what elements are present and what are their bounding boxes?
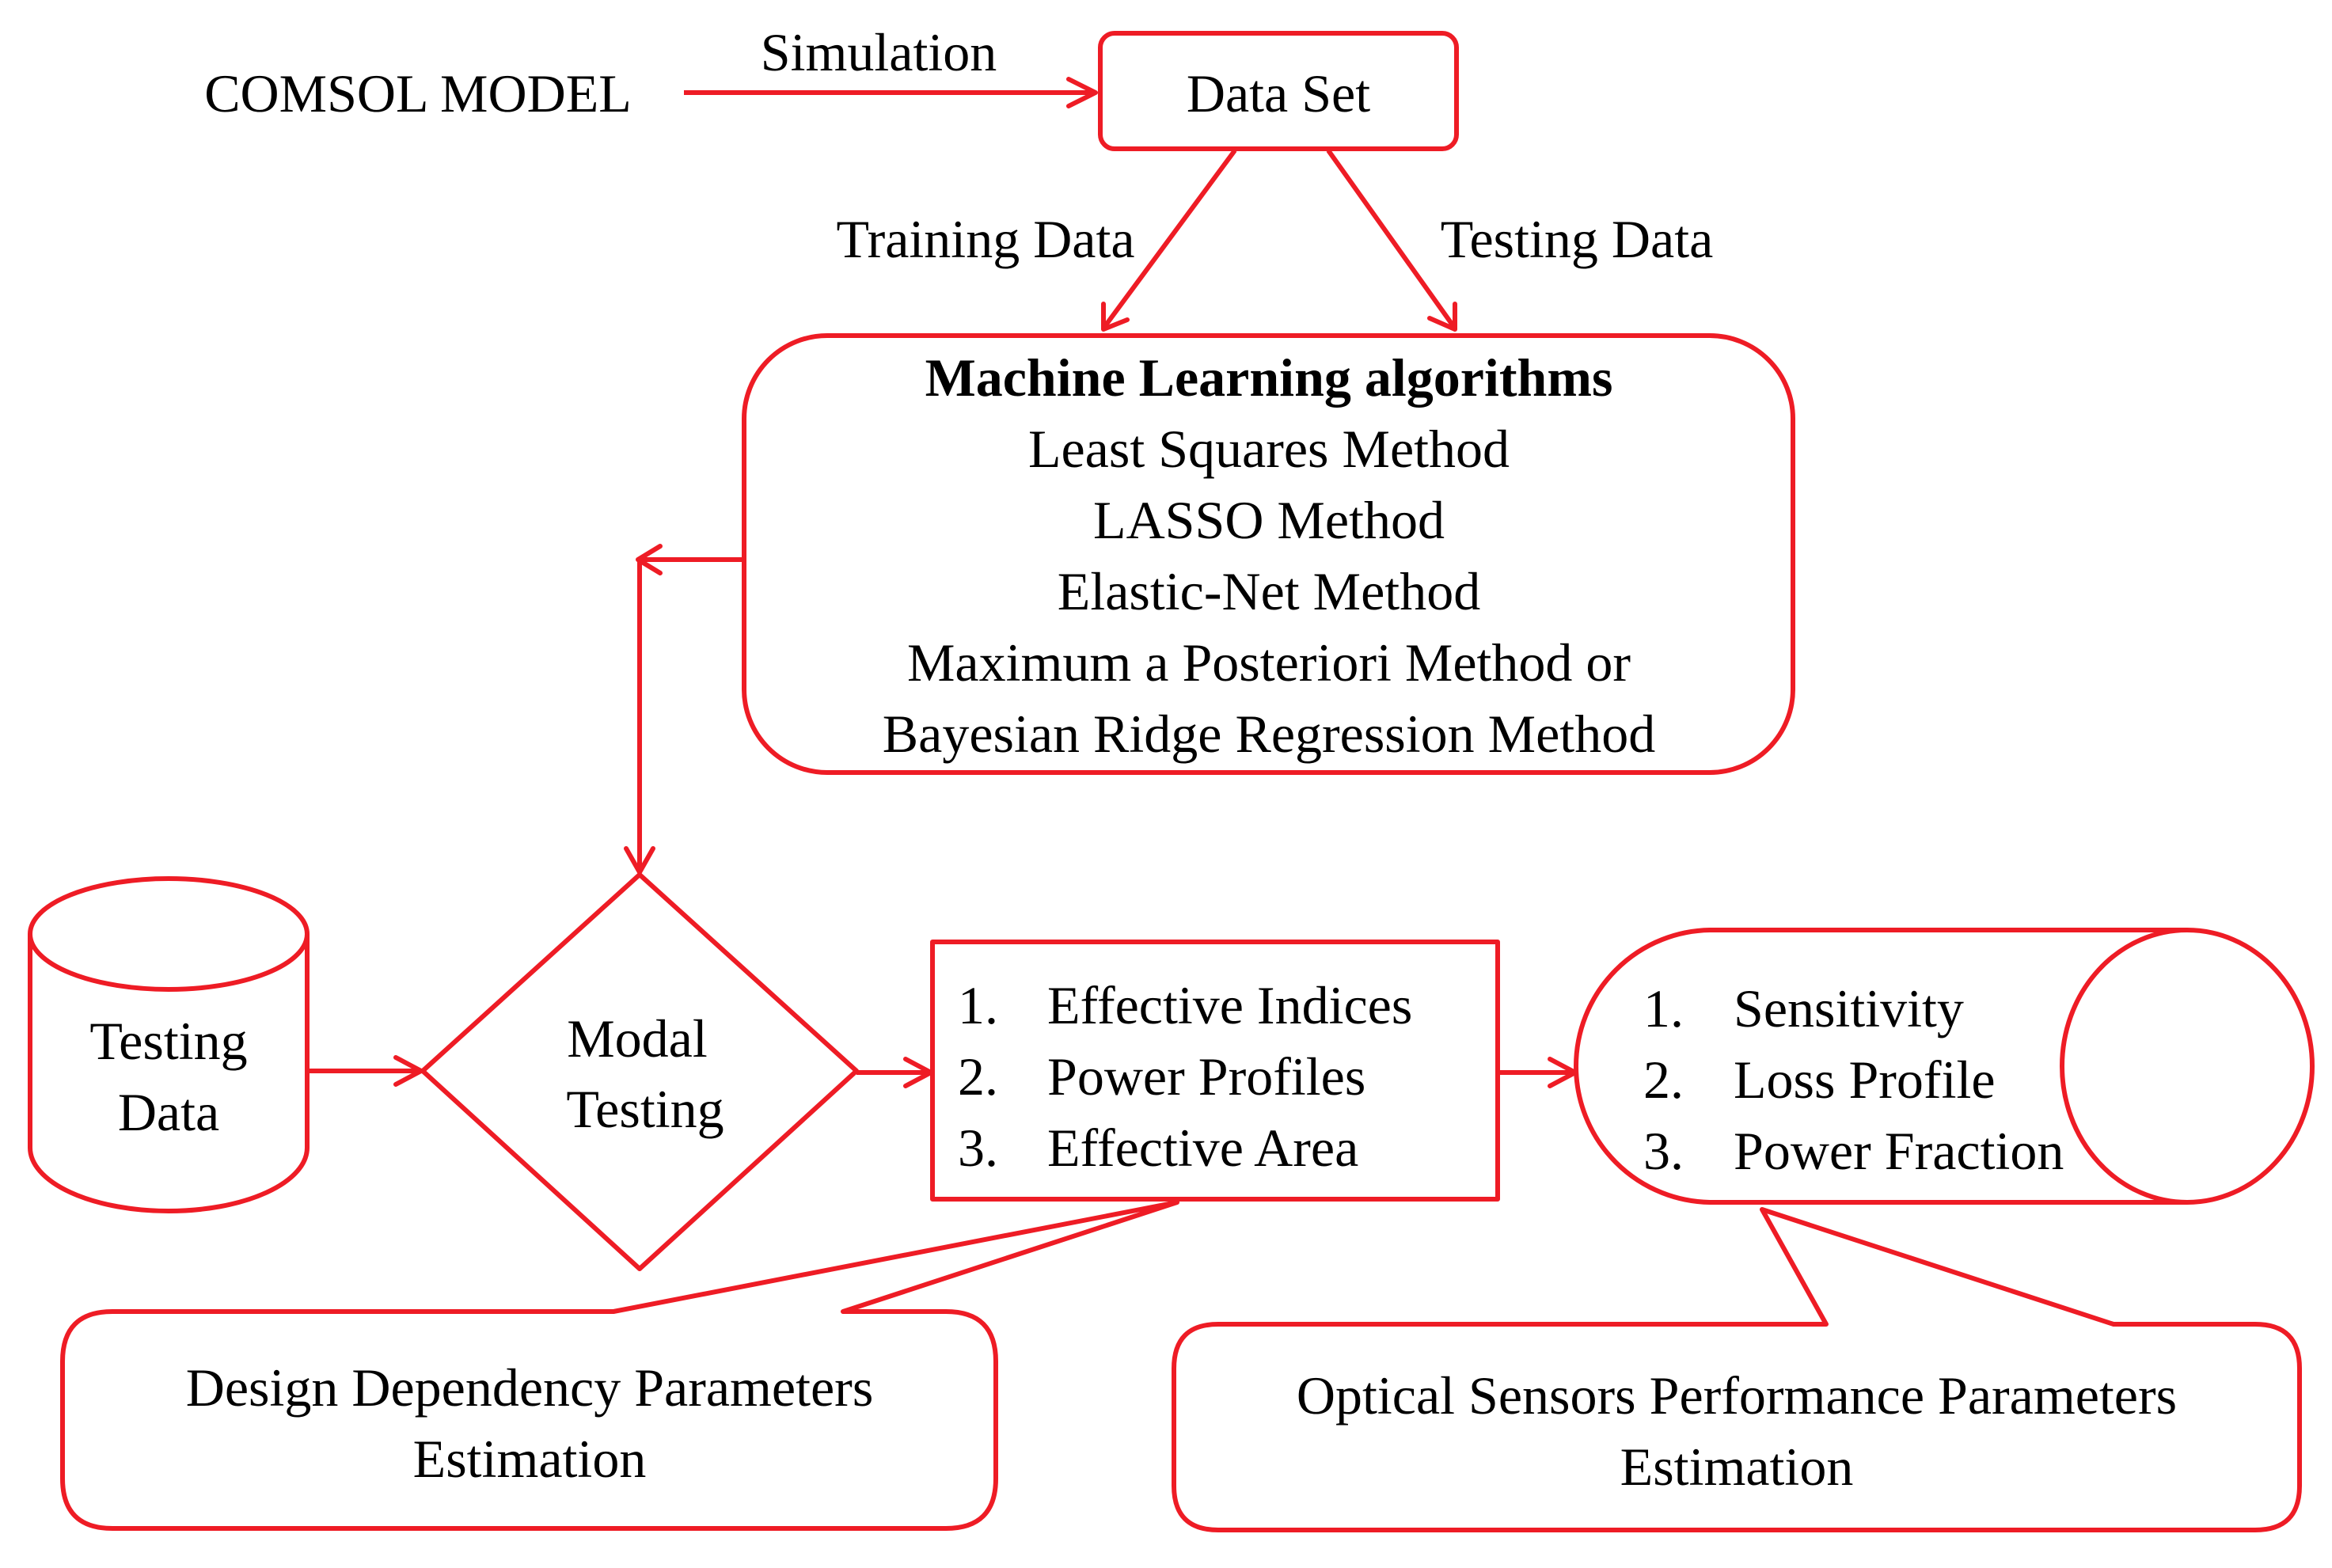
design-output-3-label: Effective Area — [1047, 1118, 1358, 1178]
testing-data-database — [28, 934, 310, 1213]
ml-method-2: LASSO Method — [1093, 490, 1445, 550]
sensor-outputs-cylinder-end — [2060, 928, 2315, 1205]
training-label: Training Data — [836, 209, 1134, 269]
testing-arrow — [1326, 149, 1456, 328]
ml-algorithms-box — [742, 333, 1795, 775]
sensor-output-3-number: 3. — [1643, 1121, 1684, 1181]
design-output-3-number: 3. — [958, 1118, 998, 1178]
design-output-1-number: 1. — [958, 975, 998, 1035]
ml-to-modal-arrow — [637, 557, 744, 869]
sensor-output-2-label: Loss Profile — [1734, 1050, 1996, 1110]
testing-data-database-top — [28, 876, 310, 992]
ml-method-3: Elastic-Net Method — [1058, 561, 1480, 621]
design-callout-line-1: Design Dependency Parameters — [186, 1357, 874, 1418]
training-arrow — [1103, 149, 1237, 328]
optical-callout-line-1: Optical Sensors Performance Parameters — [1297, 1365, 2177, 1426]
optical-callout-line-2: Estimation — [1620, 1437, 1854, 1497]
dataset-box — [1098, 31, 1459, 151]
design-callout — [60, 1200, 1179, 1531]
testing-arrowhead — [1427, 302, 1457, 332]
ml-title: Machine Learning algorithms — [925, 347, 1613, 408]
testing-data-label-2: Data — [118, 1082, 219, 1142]
design-callout-line-2: Estimation — [413, 1429, 647, 1489]
design-output-1-label: Effective Indices — [1047, 975, 1412, 1035]
sensor-output-3-label: Power Fraction — [1734, 1121, 2064, 1181]
simulation-arrowhead — [1066, 77, 1098, 108]
optical-callout — [1172, 1207, 2302, 1532]
simulation-label: Simulation — [761, 22, 997, 82]
dataset-label: Data Set — [1187, 63, 1370, 123]
design-output-2-number: 2. — [958, 1046, 998, 1107]
sensor-output-2-number: 2. — [1643, 1050, 1684, 1110]
modal-label-1: Modal — [567, 1008, 708, 1069]
training-arrowhead — [1101, 302, 1130, 332]
testing-data-label-1: Testing — [89, 1011, 247, 1071]
sensor-output-1-number: 1. — [1643, 978, 1684, 1038]
modal-testing-diamond — [420, 872, 859, 1271]
source-label: COMSOL MODEL — [204, 63, 632, 123]
sensor-output-1-label: Sensitivity — [1734, 978, 1964, 1038]
design-output-2-label: Power Profiles — [1047, 1046, 1365, 1107]
testing-label: Testing Data — [1441, 209, 1714, 269]
ml-to-modal-arrowhead-left — [636, 544, 663, 575]
sensor-outputs-cylinder — [1574, 928, 2187, 1205]
ml-method-5: Bayesian Ridge Regression Method — [883, 704, 1655, 764]
ml-method-4: Maximum a Posteriori Method or — [907, 632, 1631, 693]
ml-method-1: Least Squares Method — [1028, 419, 1510, 479]
modal-label-2: Testing — [566, 1079, 724, 1139]
